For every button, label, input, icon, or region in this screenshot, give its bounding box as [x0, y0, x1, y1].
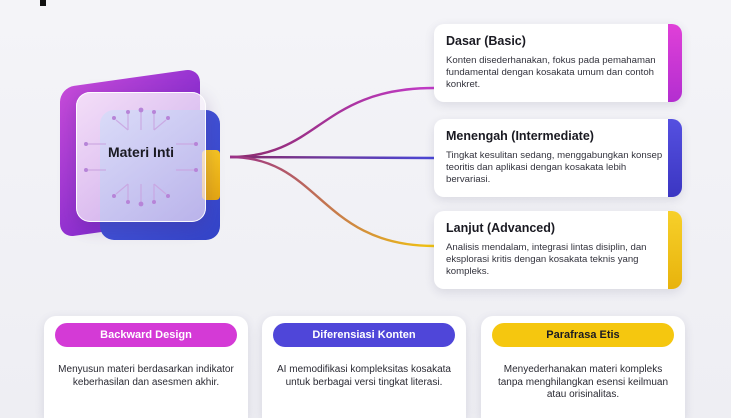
cube-yellow-edge: [202, 150, 220, 200]
level-title: Dasar (Basic): [446, 34, 526, 48]
level-card-basic: Dasar (Basic) Konten disederhanakan, fok…: [434, 24, 682, 102]
core-label: Materi Inti: [107, 144, 175, 160]
level-title: Lanjut (Advanced): [446, 221, 556, 235]
principle-card-backward-design: Backward Design Menyusun materi berdasar…: [44, 316, 248, 418]
principle-description: AI memodifikasi kompleksitas kosakata un…: [277, 364, 451, 388]
level-accent: [668, 211, 682, 289]
level-description: Tingkat kesulitan sedang, menggabungkan …: [446, 150, 663, 186]
connector-advanced: [229, 155, 435, 248]
level-accent: [668, 24, 682, 102]
principle-card-diferensiasi-konten: Diferensiasi Konten AI memodifikasi komp…: [262, 316, 466, 418]
principle-title: Parafrasa Etis: [492, 323, 674, 347]
connector-intermediate: [229, 155, 435, 160]
connector-basic: [229, 86, 435, 159]
level-card-advanced: Lanjut (Advanced) Analisis mendalam, int…: [434, 211, 682, 289]
core-cube: Materi Inti: [52, 60, 232, 250]
level-title: Menengah (Intermediate): [446, 129, 594, 143]
level-card-intermediate: Menengah (Intermediate) Tingkat kesulita…: [434, 119, 682, 197]
header-fragment: [40, 0, 46, 6]
level-accent: [668, 119, 682, 197]
principle-card-parafrasa-etis: Parafrasa Etis Menyederhanakan materi ko…: [481, 316, 685, 418]
principle-title: Backward Design: [55, 323, 237, 347]
level-description: Analisis mendalam, integrasi lintas disi…: [446, 242, 647, 278]
principle-description: Menyederhanakan materi kompleks tanpa me…: [497, 364, 669, 400]
circuit-icon: [84, 107, 198, 207]
principle-title: Diferensiasi Konten: [273, 323, 455, 347]
principle-description: Menyusun materi berdasarkan indikator ke…: [58, 364, 234, 388]
level-description: Konten disederhanakan, fokus pada pemaha…: [446, 55, 656, 91]
